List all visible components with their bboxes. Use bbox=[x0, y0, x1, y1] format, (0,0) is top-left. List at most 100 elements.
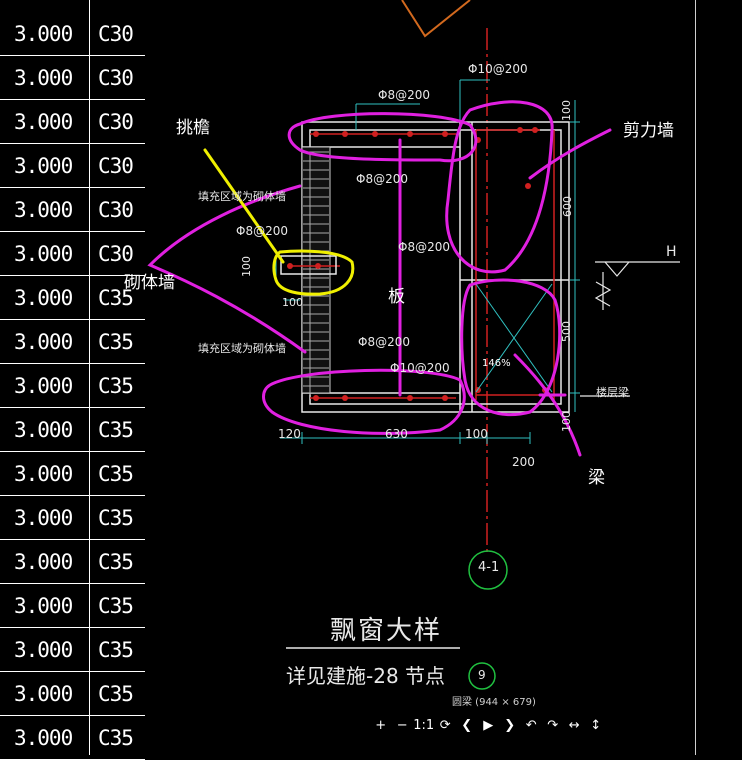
table-row: 3.000 C35 bbox=[0, 364, 145, 408]
shear-wall-pointer bbox=[528, 128, 612, 180]
viewer-button[interactable]: ❯ bbox=[504, 718, 516, 733]
level-mark-label: H bbox=[666, 244, 677, 260]
concrete-grade-cell: C35 bbox=[98, 462, 134, 486]
viewer-button[interactable]: ↔ bbox=[568, 718, 580, 733]
viewer-button[interactable]: ↷ bbox=[547, 718, 559, 733]
concrete-grade-cell: C35 bbox=[98, 726, 134, 750]
concrete-grade-cell: C35 bbox=[98, 506, 134, 530]
markup-shapes bbox=[147, 100, 612, 457]
dim-100-top: 100 bbox=[560, 100, 573, 121]
concrete-grade-cell: C30 bbox=[98, 22, 134, 46]
floor-height-cell: 3.000 bbox=[14, 330, 73, 354]
floor-height-cell: 3.000 bbox=[14, 242, 73, 266]
floor-height-cell: 3.000 bbox=[14, 66, 73, 90]
floor-height-cell: 3.000 bbox=[14, 286, 73, 310]
viewer-button[interactable]: 1:1 bbox=[413, 718, 435, 733]
floor-height-cell: 3.000 bbox=[14, 726, 73, 750]
slab-top-markup bbox=[287, 112, 478, 163]
viewer-button[interactable]: ▶ bbox=[483, 718, 494, 733]
viewer-button[interactable]: + bbox=[375, 718, 387, 733]
concrete-grade-cell: C30 bbox=[98, 242, 134, 266]
concrete-grade-cell: C30 bbox=[98, 110, 134, 134]
viewer-button[interactable]: − bbox=[396, 718, 408, 733]
concrete-grade-cell: C35 bbox=[98, 286, 134, 310]
rebar-label-top-slab: Φ8@200 bbox=[378, 88, 430, 102]
viewer-button[interactable]: ❮ bbox=[461, 718, 473, 733]
masonry-pointer bbox=[147, 184, 307, 354]
dim-100-eave: 100 bbox=[282, 296, 303, 309]
dim-100-left: 100 bbox=[240, 256, 253, 277]
eave-slab bbox=[280, 255, 337, 275]
masonry-note-bottom: 填充区域为砌体墙 bbox=[198, 342, 286, 355]
dim-200: 200 bbox=[512, 455, 535, 469]
axis-label: 4-1 bbox=[478, 560, 500, 575]
image-caption: 圆梁 (944 × 679) bbox=[452, 697, 536, 708]
table-row: 3.000 C30 bbox=[0, 144, 145, 188]
dim-120: 120 bbox=[278, 427, 301, 441]
axis-bubble bbox=[468, 550, 508, 590]
floor-height-cell: 3.000 bbox=[14, 418, 73, 442]
table-row: 3.000 C35 bbox=[0, 628, 145, 672]
rebar-label-mid-slab: Φ8@200 bbox=[356, 172, 408, 186]
table-row: 3.000 C35 bbox=[0, 276, 145, 320]
beam-cross bbox=[475, 283, 553, 393]
floor-height-cell: 3.000 bbox=[14, 594, 73, 618]
floor-height-cell: 3.000 bbox=[14, 638, 73, 662]
annotation-shear-wall: 剪力墙 bbox=[623, 121, 674, 141]
table-row: 3.000 C30 bbox=[0, 232, 145, 276]
dim-630: 630 bbox=[385, 427, 408, 441]
rebar-label-lower-2: Φ10@200 bbox=[390, 361, 450, 375]
table-column-separator bbox=[89, 0, 90, 755]
concrete-grade-cell: C35 bbox=[98, 638, 134, 662]
rebar-label-top-right: Φ10@200 bbox=[468, 62, 528, 76]
concrete-grade-cell: C35 bbox=[98, 330, 134, 354]
annotation-slab: 板 bbox=[388, 287, 405, 307]
concrete-grade-cell: C30 bbox=[98, 66, 134, 90]
zoom-percent: 146% bbox=[482, 358, 511, 369]
dim-500: 500 bbox=[560, 321, 573, 342]
detail-number: 9 bbox=[478, 668, 486, 682]
rebar-label-eave: Φ8@200 bbox=[236, 224, 288, 238]
dim-100-bottom: 100 bbox=[560, 411, 573, 432]
floor-beam-label: 楼层梁 bbox=[596, 386, 629, 399]
level-mark bbox=[580, 261, 680, 397]
concrete-grade-cell: C35 bbox=[98, 418, 134, 442]
concrete-grade-cell: C35 bbox=[98, 374, 134, 398]
masonry-note-top: 填充区域为砌体墙 bbox=[198, 190, 286, 203]
floor-height-cell: 3.000 bbox=[14, 198, 73, 222]
table-row: 3.000 C30 bbox=[0, 56, 145, 100]
dimension-lines bbox=[275, 79, 580, 444]
concrete-grade-cell: C35 bbox=[98, 550, 134, 574]
rebar-label-right-mid: Φ8@200 bbox=[398, 240, 450, 254]
masonry-wall bbox=[301, 146, 331, 394]
viewer-button[interactable]: ↶ bbox=[525, 718, 537, 733]
annotation-eave: 挑檐 bbox=[176, 118, 210, 138]
beam-markup bbox=[460, 278, 562, 417]
orange-roof-line bbox=[401, 0, 471, 38]
annotation-beam: 梁 bbox=[588, 468, 605, 488]
viewer-toolbar: +−1:1 ⟳ ❮ ▶ ❯ ↶ ↷ ↔ ↕ bbox=[370, 716, 607, 736]
eave-markup bbox=[203, 148, 355, 296]
shear-wall-markup bbox=[445, 100, 554, 274]
viewer-button[interactable]: ⟳ bbox=[439, 718, 451, 733]
viewer-button[interactable]: ↕ bbox=[590, 718, 602, 733]
annotation-masonry-wall: 砌体墙 bbox=[124, 273, 175, 293]
dim-100-base: 100 bbox=[465, 427, 488, 441]
beam-pointer bbox=[513, 353, 582, 457]
dim-600: 600 bbox=[561, 196, 574, 217]
floor-height-cell: 3.000 bbox=[14, 374, 73, 398]
concrete-grade-cell: C30 bbox=[98, 154, 134, 178]
side-panel bbox=[695, 0, 742, 755]
rebar-label-lower-1: Φ8@200 bbox=[358, 335, 410, 349]
floor-height-cell: 3.000 bbox=[14, 154, 73, 178]
